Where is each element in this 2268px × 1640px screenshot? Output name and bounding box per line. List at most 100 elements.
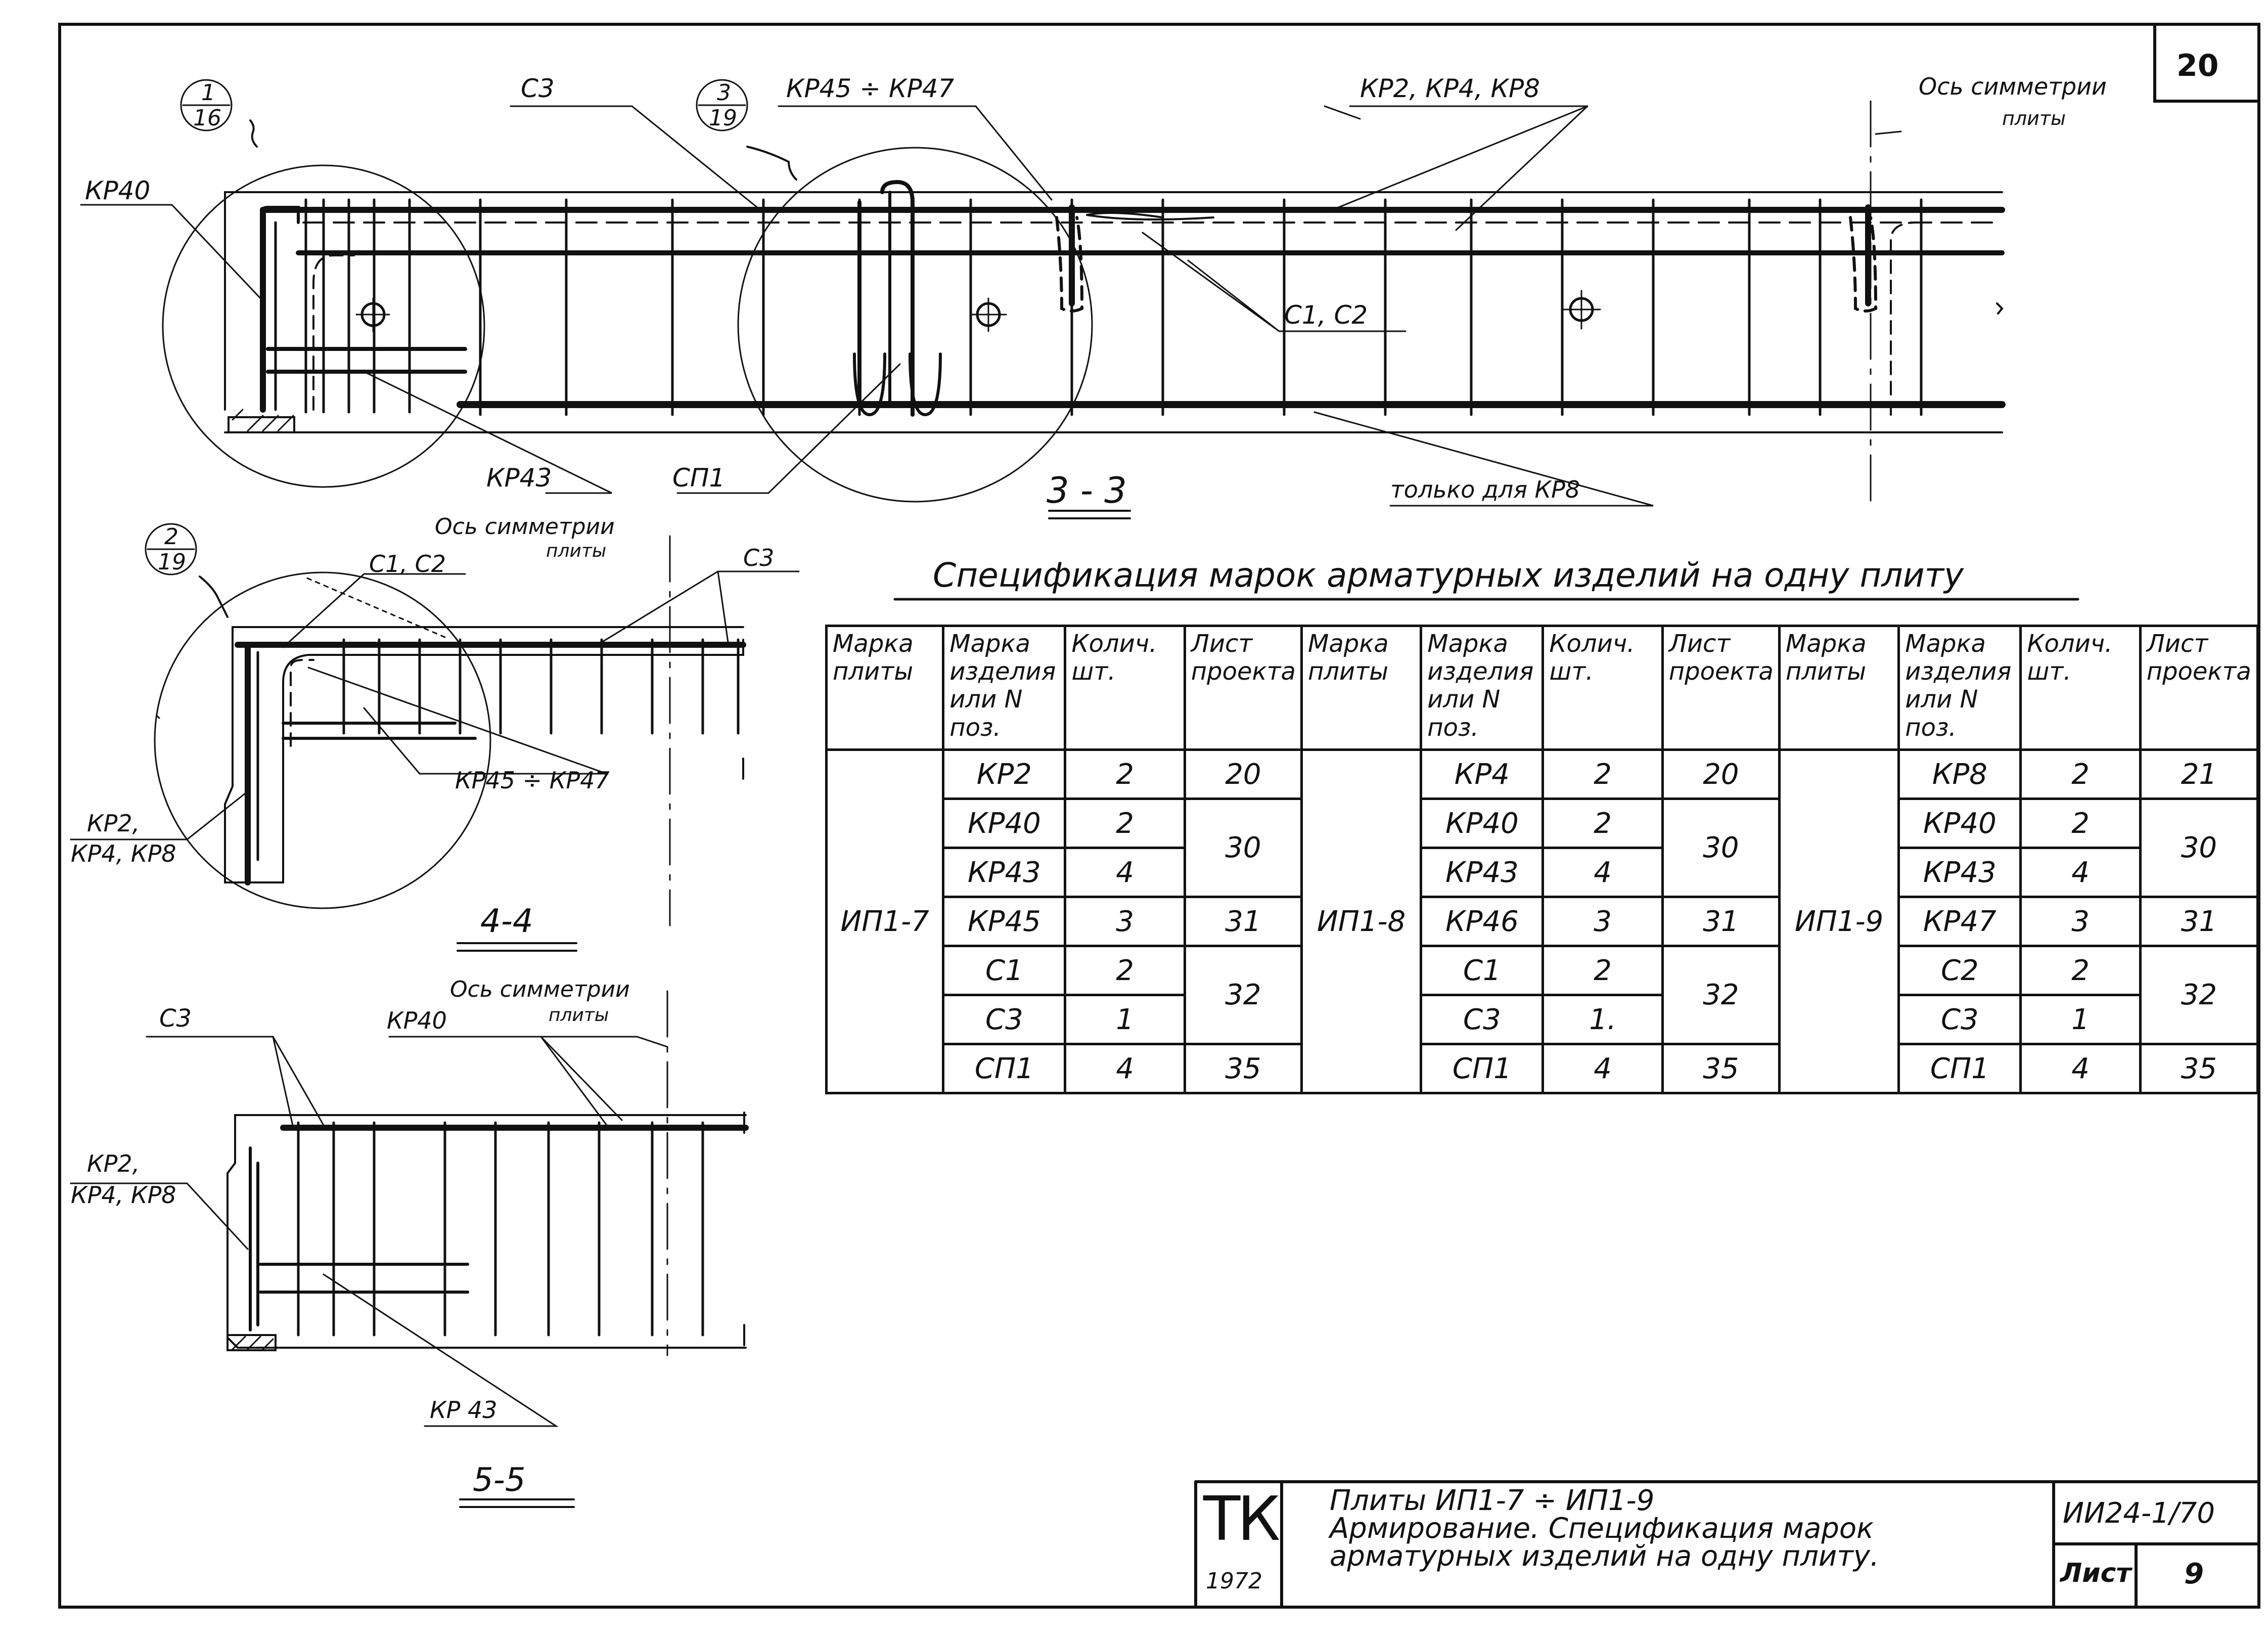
hdr-plate-1: Марка плиты xyxy=(825,625,945,751)
title-block-sheet-label: Лист xyxy=(2060,1558,2131,1588)
spec-qty: 3 xyxy=(1064,896,1186,947)
spec-sheet: 30 xyxy=(1661,797,1781,898)
callout-3-bottom: 19 xyxy=(158,549,186,575)
hdr-item-2: Марка изделия или N поз. xyxy=(1420,625,1545,751)
spec-qty: 2 xyxy=(1541,945,1664,996)
spec-qty: 1 xyxy=(2019,994,2142,1045)
spec-sheet: 20 xyxy=(1661,748,1781,800)
label-kr45-47-44: КР45 ÷ КР47 xyxy=(455,767,610,794)
spec-sheet: 32 xyxy=(1661,945,1781,1045)
callout-1-bottom: 16 xyxy=(193,105,221,131)
spec-qty: 2 xyxy=(2019,797,2142,849)
spec-item: КР43 xyxy=(1897,847,2022,898)
label-kr40-33: КР40 xyxy=(85,176,151,205)
label-c3-55: С3 xyxy=(159,1004,192,1033)
section-4-4-leaders xyxy=(70,523,800,840)
hdr-qty-1: Колич. шт. xyxy=(1064,625,1186,751)
section-title-3-3: 3 - 3 xyxy=(1047,470,1127,511)
spec-sheet: 32 xyxy=(2139,945,2259,1045)
hdr-sheet-2: Лист проекта xyxy=(1661,625,1781,751)
spec-item: КР45 xyxy=(942,896,1067,947)
spec-item: СП1 xyxy=(1897,1043,2022,1094)
spec-item: С1 xyxy=(1420,945,1545,996)
spec-sheet: 35 xyxy=(1183,1043,1303,1094)
label-kr2-55: КР2, xyxy=(87,1150,140,1177)
callout-2-top: 3 xyxy=(717,80,731,106)
corner-sheet-number: 20 xyxy=(2176,48,2219,83)
spec-qty: 2 xyxy=(1541,797,1664,849)
hdr-plate-2: Марка плиты xyxy=(1300,625,1423,751)
spec-qty: 2 xyxy=(1064,945,1186,996)
hdr-item-1: Марка изделия или N поз. xyxy=(942,625,1067,751)
spec-sheet: 20 xyxy=(1183,748,1303,800)
spec-qty: 4 xyxy=(1541,1043,1664,1094)
spec-sheet: 32 xyxy=(1183,945,1303,1045)
spec-qty: 4 xyxy=(1064,847,1186,898)
label-c1c2-33: С1, С2 xyxy=(1284,300,1368,330)
label-c3-33: С3 xyxy=(521,74,555,103)
spec-item: С2 xyxy=(1897,945,2022,996)
label-axis-sub-44: плиты xyxy=(546,541,607,561)
spec-qty: 1 xyxy=(1064,994,1186,1045)
label-kr45-47-33: КР45 ÷ КР47 xyxy=(786,74,955,103)
spec-sheet: 30 xyxy=(1183,797,1303,898)
spec-item: КР46 xyxy=(1420,896,1545,947)
callout-2-bottom: 19 xyxy=(709,105,737,131)
label-kr4-8-44: КР4, КР8 xyxy=(71,840,176,867)
spec-item: КР47 xyxy=(1897,896,2022,947)
spec-sheet: 31 xyxy=(1661,896,1781,947)
section-4-4-drawing xyxy=(154,535,746,926)
spec-item: СП1 xyxy=(1420,1043,1545,1094)
section-title-5-5: 5-5 xyxy=(473,1461,526,1499)
plate-ip1-7: ИП1-7 xyxy=(825,748,945,1094)
spec-row: С1 2 32 С1 2 32 С2 2 32 xyxy=(827,945,2259,1045)
plate-ip1-8: ИП1-8 xyxy=(1300,748,1423,1094)
title-block-year: 1972 xyxy=(1206,1568,1262,1594)
spec-row: КР40 2 30 КР40 2 30 КР40 2 30 xyxy=(827,797,2259,898)
spec-qty: 1. xyxy=(1541,994,1664,1045)
spec-sheet: 21 xyxy=(2139,748,2259,800)
label-axis-44: Ось симметрии xyxy=(435,514,615,540)
label-axis-33: Ось симметрии xyxy=(1919,73,2107,100)
label-kr2-44: КР2, xyxy=(87,810,140,837)
plate-ip1-9: ИП1-9 xyxy=(1778,748,1900,1094)
spec-qty: 3 xyxy=(2019,896,2142,947)
section-3-3-underline xyxy=(1048,510,1131,519)
sheet-frame xyxy=(58,23,2260,1609)
hdr-qty-2: Колич. шт. xyxy=(1541,625,1664,751)
label-only-kr8-33: только для КР8 xyxy=(1390,476,1580,503)
label-kr4-8-55: КР4, КР8 xyxy=(71,1181,176,1209)
hdr-sheet-3: Лист проекта xyxy=(2139,625,2259,751)
section-5-5-leaders xyxy=(70,1036,668,1427)
spec-sheet: 35 xyxy=(1661,1043,1781,1094)
section-3-3-leaders xyxy=(80,79,1902,507)
label-axis-55: Ось симметрии xyxy=(450,977,630,1002)
spec-row: КР45 3 31 КР46 3 31 КР47 3 31 xyxy=(827,896,2259,947)
callout-3-top: 2 xyxy=(164,524,178,550)
section-title-4-4: 4-4 xyxy=(480,903,533,940)
title-block-sheet-number: 9 xyxy=(2184,1558,2204,1590)
spec-qty: 3 xyxy=(1541,896,1664,947)
spec-row: СП1 4 35 СП1 4 35 СП1 4 35 xyxy=(827,1043,2259,1094)
spec-item: С3 xyxy=(942,994,1067,1045)
title-block-line1: Плиты ИП1-7 ÷ ИП1-9 xyxy=(1330,1484,1655,1517)
spec-item: С1 xyxy=(942,945,1067,996)
label-kr2-4-8-33: КР2, КР4, КР8 xyxy=(1360,74,1540,103)
spec-qty: 2 xyxy=(1541,748,1664,800)
corner-box xyxy=(2153,23,2260,103)
spec-item: С3 xyxy=(1420,994,1545,1045)
spec-sheet: 31 xyxy=(2139,896,2259,947)
spec-sheet: 35 xyxy=(2139,1043,2259,1094)
spec-item: КР2 xyxy=(942,748,1067,800)
label-c1c2-44: С1, С2 xyxy=(369,550,446,578)
hdr-plate-3: Марка плиты xyxy=(1778,625,1900,751)
hdr-item-3: Марка изделия или N поз. xyxy=(1897,625,2022,751)
section-5-5-underline xyxy=(459,1498,575,1508)
spec-title: Спецификация марок арматурных изделий на… xyxy=(933,556,1964,595)
spec-header-row: Марка плиты Марка изделия или N поз. Кол… xyxy=(825,625,2259,751)
label-axis-sub-55: плиты xyxy=(549,1005,609,1026)
spec-qty: 2 xyxy=(2019,945,2142,996)
title-block-code: ИИ24-1/70 xyxy=(2063,1497,2215,1530)
spec-item: КР40 xyxy=(1897,797,2022,849)
section-5-5-drawing xyxy=(226,990,749,1356)
